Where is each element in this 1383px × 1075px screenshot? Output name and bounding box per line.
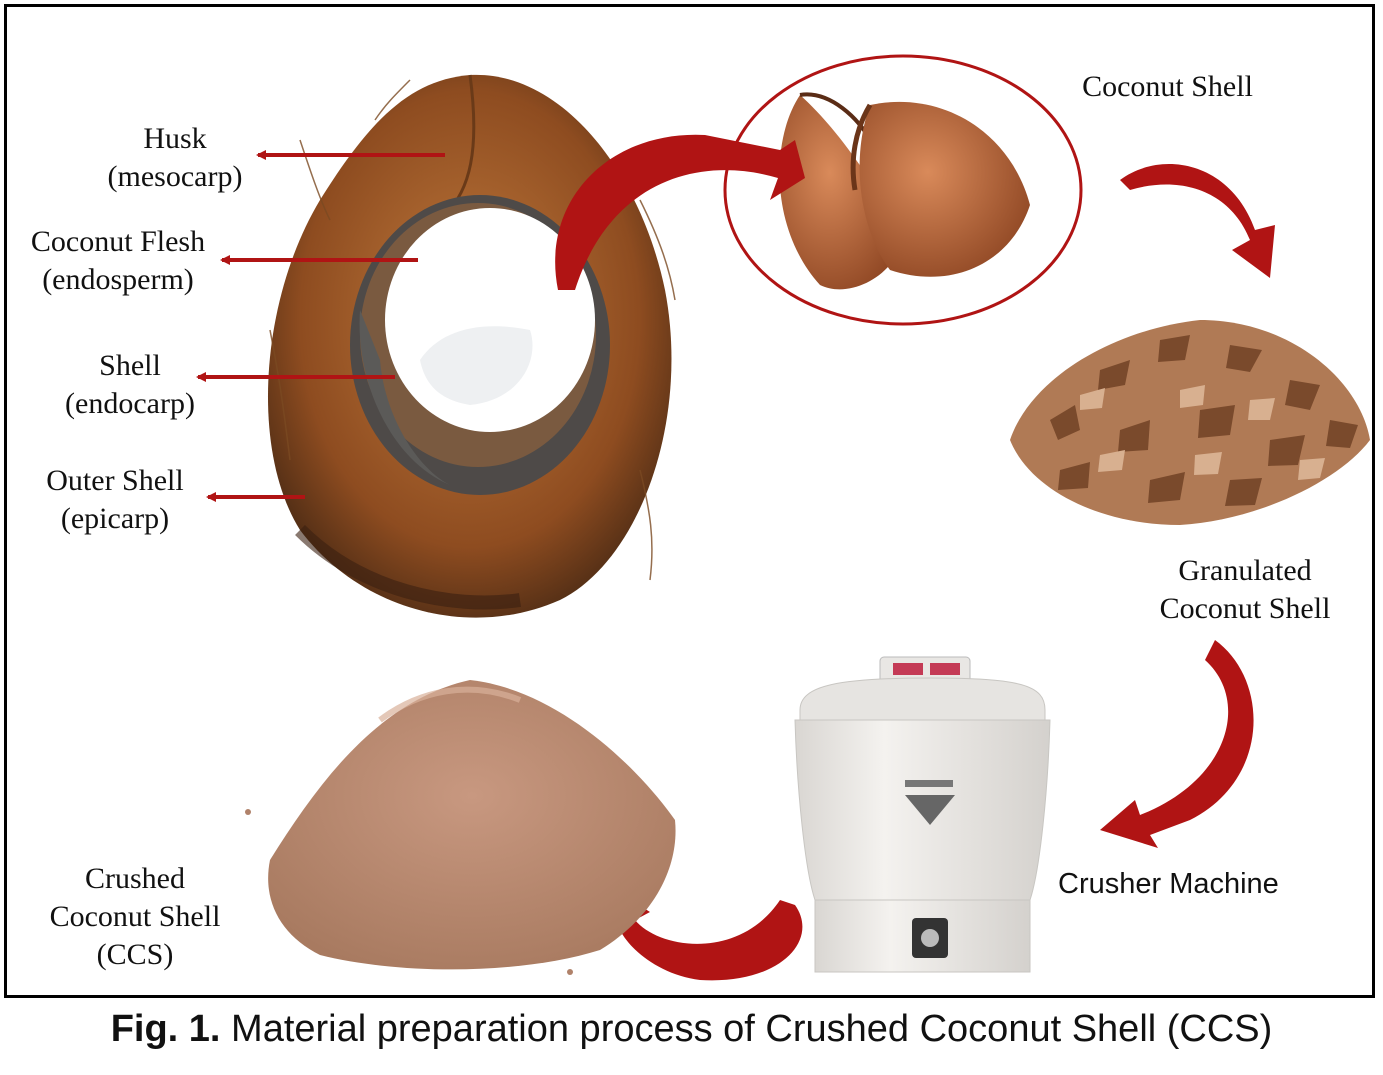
arrow-shell-to-granules: [1120, 164, 1275, 278]
label-shell-sub: (endocarp): [65, 387, 195, 420]
label-coconut-shell-text: Coconut Shell: [1082, 70, 1253, 103]
label-granulated-sub: Coconut Shell: [1159, 592, 1331, 625]
label-coconut-shell: Coconut Shell: [1065, 68, 1270, 106]
label-shell-title: Shell: [99, 349, 161, 382]
label-outer-shell-sub: (epicarp): [60, 502, 170, 535]
label-crushed-line1: Crushed: [85, 862, 185, 895]
label-outer-shell-title: Outer Shell: [46, 464, 184, 497]
shell-highlight-circle: [723, 54, 1083, 326]
arrow-coconut-to-shell: [555, 134, 805, 290]
label-crushed-line3: (CCS): [96, 938, 174, 971]
label-crusher-machine: Crusher Machine: [1058, 868, 1279, 900]
arrow-granules-to-crusher: [1100, 640, 1254, 848]
crushed-powder-pile-illustration: [245, 680, 676, 975]
process-arrows: [555, 134, 1275, 981]
label-granulated: Granulated Coconut Shell: [1140, 552, 1350, 628]
label-flesh: Coconut Flesh (endosperm): [8, 223, 228, 299]
label-shell: Shell (endocarp): [40, 347, 220, 423]
label-outer-shell: Outer Shell (epicarp): [25, 462, 205, 538]
label-flesh-title: Coconut Flesh: [30, 225, 206, 258]
label-flesh-sub: (endosperm): [42, 263, 194, 296]
caption-text: Material preparation process of Crushed …: [220, 1008, 1273, 1050]
crusher-machine-illustration: [794, 656, 1051, 973]
label-husk-title: Husk: [143, 122, 207, 155]
label-crushed-line2: Coconut Shell: [49, 900, 221, 933]
part-pointer-arrows: [196, 150, 445, 502]
arrow-crusher-to-powder: [600, 888, 803, 981]
coconut-shell-halves-illustration: [723, 54, 1083, 326]
label-granulated-title: Granulated: [1178, 554, 1312, 587]
label-husk: Husk (mesocarp): [90, 120, 260, 196]
label-husk-sub: (mesocarp): [107, 160, 243, 193]
figure-caption: Fig. 1. Material preparation process of …: [0, 1008, 1383, 1051]
granulated-shell-pile-illustration: [1010, 320, 1370, 525]
caption-prefix: Fig. 1.: [110, 1008, 221, 1050]
label-crushed: Crushed Coconut Shell (CCS): [30, 860, 240, 974]
